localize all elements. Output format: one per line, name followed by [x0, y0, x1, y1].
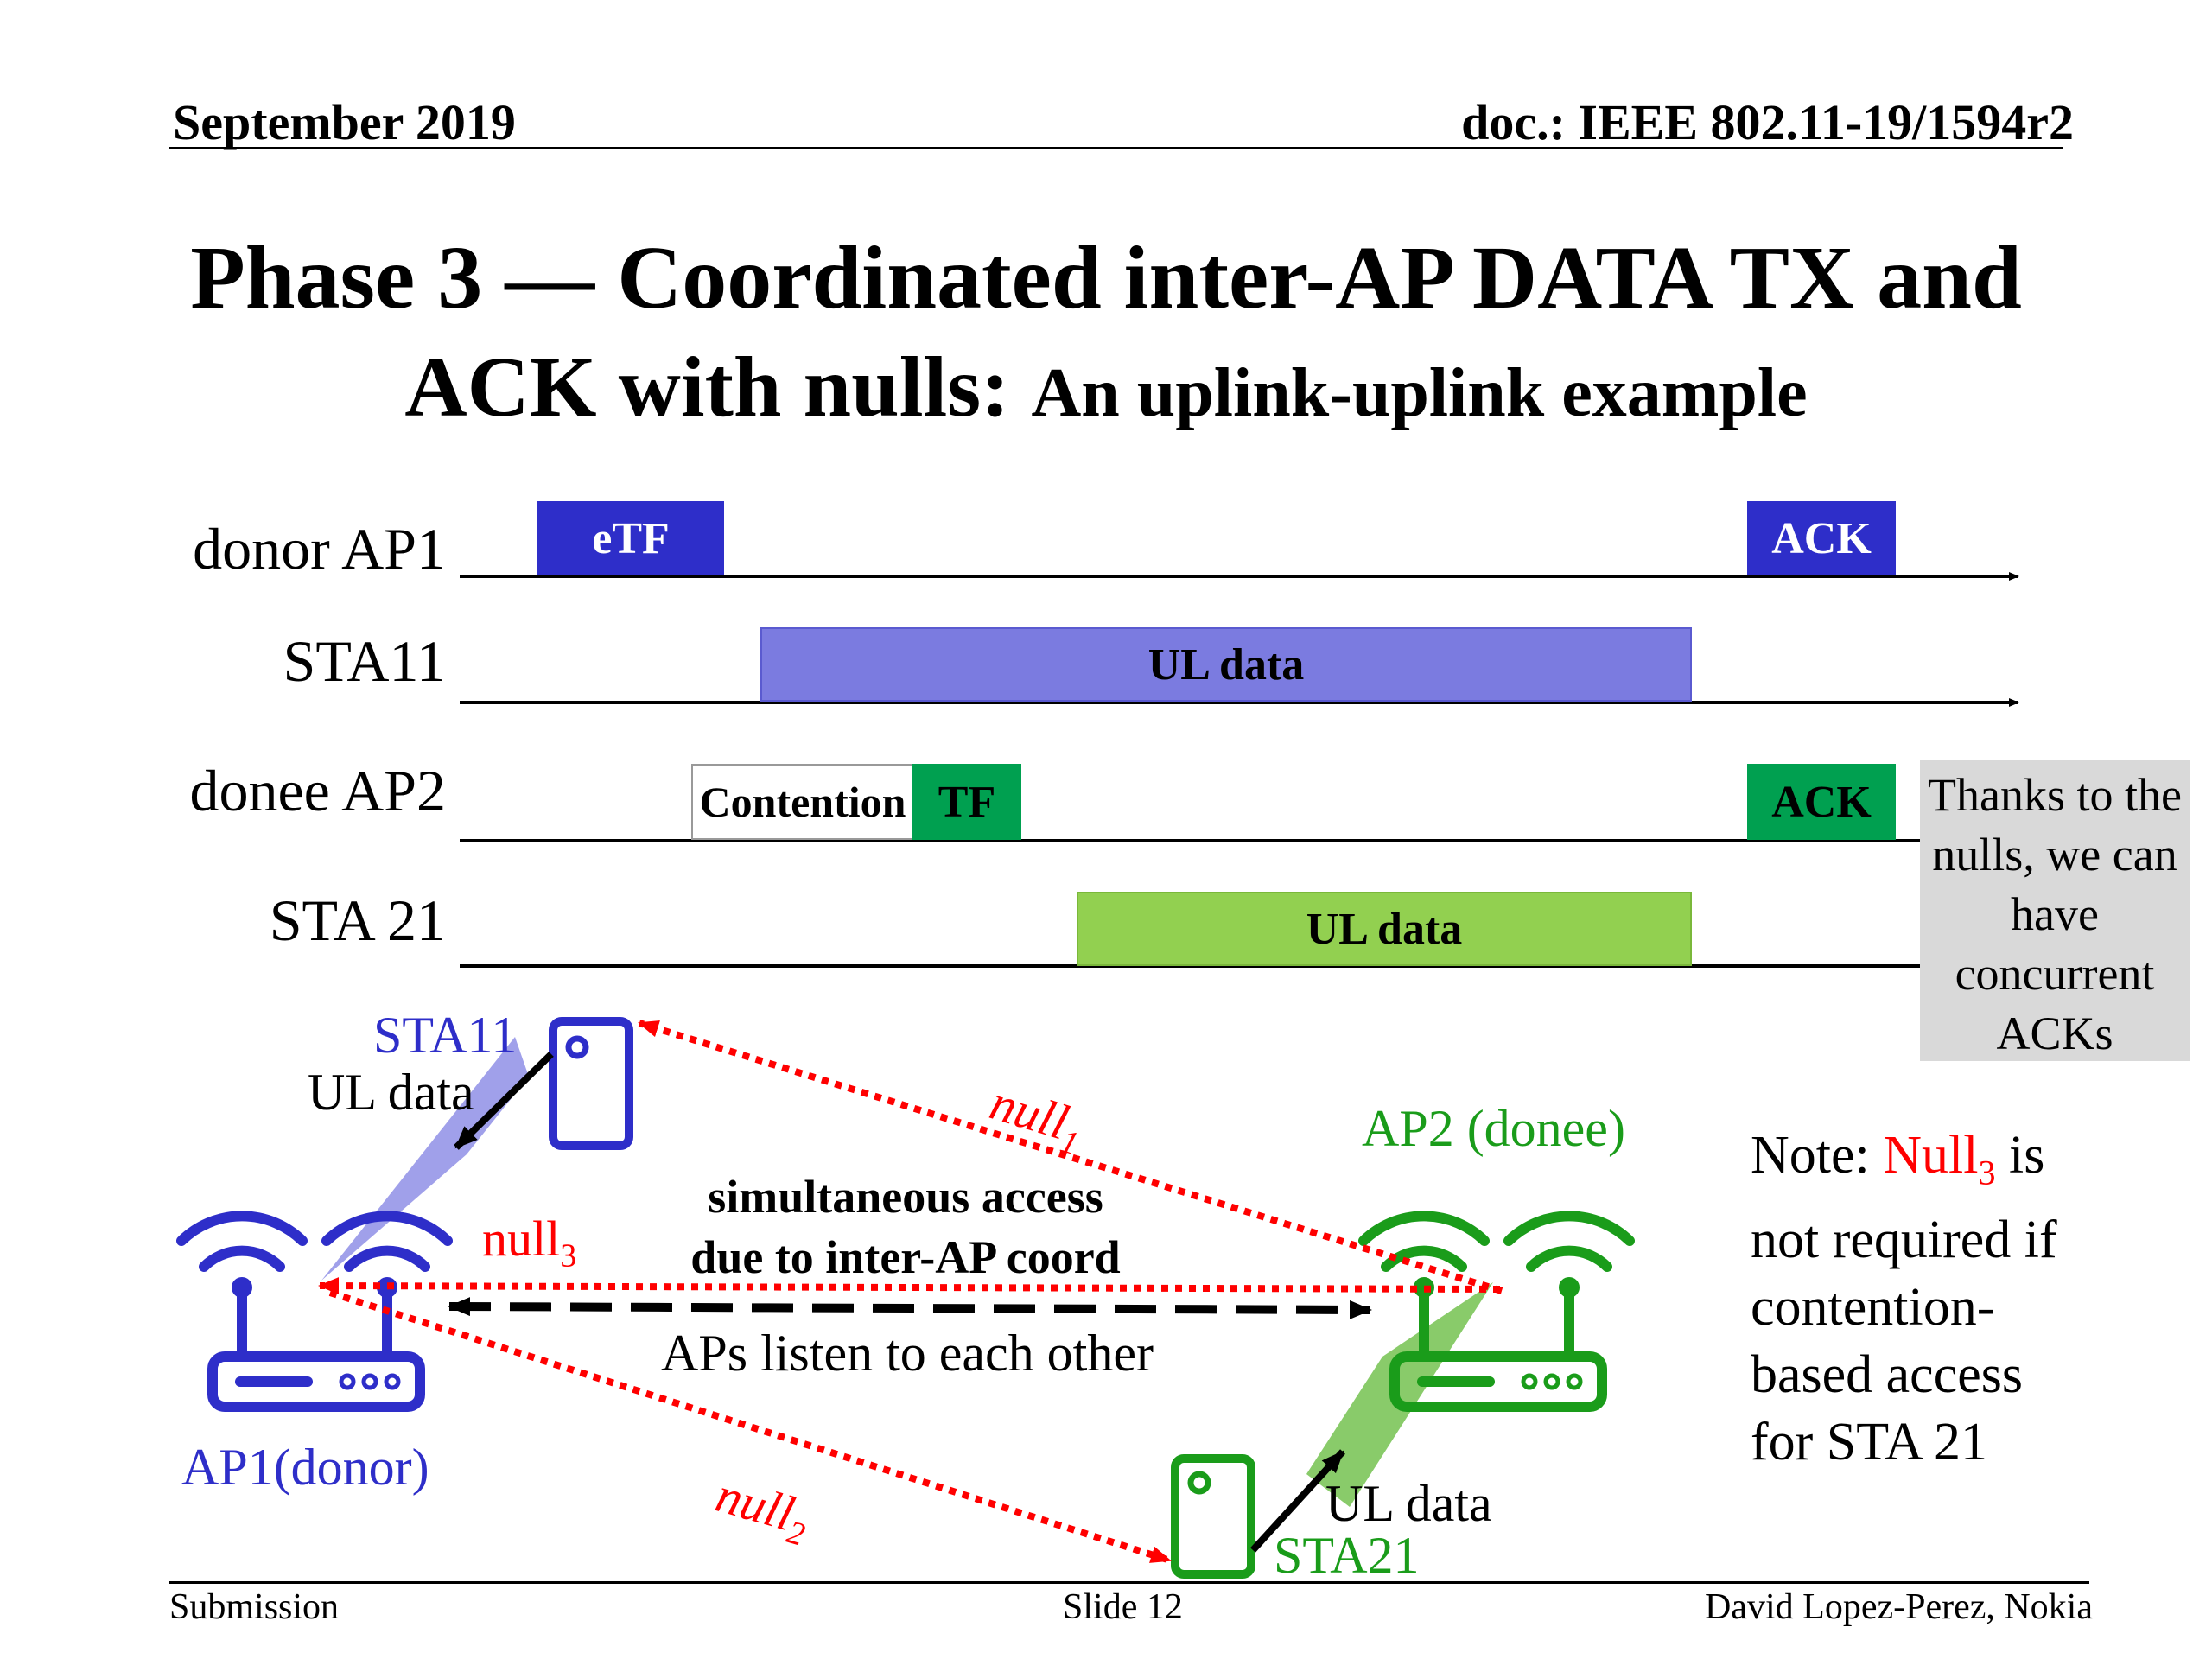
null3-note: Note: Null3 is not required if contentio…: [1751, 1126, 2057, 1472]
ap1-label: AP1(donor): [181, 1439, 429, 1496]
aps-listen-label: APs listen to each other: [661, 1325, 1154, 1382]
ap2-label: AP2 (donee): [1362, 1100, 1625, 1157]
contention-block: Contention: [691, 764, 914, 840]
lane-label-donor-ap1: donor AP1: [193, 516, 446, 582]
null3-label: null3: [482, 1211, 577, 1274]
sta11-ul-data-label: UL data: [308, 1064, 474, 1121]
sta11-label: STA11: [373, 1007, 518, 1064]
footer-slide-number: Slide 12: [1063, 1587, 1183, 1627]
footer-rule: [169, 1581, 2089, 1584]
lane-label-sta21: STA 21: [269, 887, 446, 953]
ul-data-block-sta21: UL data: [1077, 892, 1692, 966]
ap1-router-icon: [176, 1211, 453, 1412]
sta21-label: STA21: [1274, 1527, 1420, 1584]
concurrent-acks-callout: Thanks to the nulls, we can have concurr…: [1920, 760, 2190, 1061]
lane-label-donee-ap2: donee AP2: [189, 758, 446, 823]
ack-block-ap2: ACK: [1747, 764, 1896, 840]
header-rule: [169, 147, 2063, 149]
ap2-router-icon: [1358, 1211, 1635, 1412]
title-subtitle-part: An uplink-uplink example: [1031, 355, 1808, 431]
null1-arrow: [638, 1020, 1503, 1294]
footer-submission: Submission: [169, 1587, 340, 1627]
header-doc-id: doc.: IEEE 802.11-19/1594r2: [1461, 94, 2074, 150]
simultaneous-access-line2: due to inter-AP coord: [690, 1231, 1121, 1283]
sta11-phone-icon: [549, 1017, 633, 1150]
sta21-ul-data-label: UL data: [1325, 1475, 1492, 1532]
title-bold-part: ACK with nulls:: [404, 339, 1010, 435]
null3-arrow: [318, 1277, 1501, 1295]
slide-title-line1: Phase 3 — Coordinated inter-AP DATA TX a…: [190, 228, 2022, 327]
sta11-ul-arrow: [454, 1052, 554, 1150]
header-date: September 2019: [173, 94, 516, 150]
ul-data-block-sta11: UL data: [760, 627, 1692, 702]
ack-block-ap1: ACK: [1747, 501, 1896, 575]
null2-arrow: [328, 1289, 1172, 1564]
etf-block: eTF: [537, 501, 724, 575]
simultaneous-access-line1: simultaneous access: [708, 1171, 1103, 1223]
ap-listen-arrow: [448, 1297, 1372, 1319]
slide-title-line2: ACK with nulls: An uplink-uplink example: [0, 337, 2212, 436]
lane-label-sta11: STA11: [283, 628, 447, 694]
sta21-phone-icon: [1171, 1454, 1255, 1579]
footer-author: David Lopez-Perez, Nokia: [1705, 1587, 2093, 1627]
tf-block: TF: [912, 764, 1021, 840]
sta21-ul-arrow: [1250, 1449, 1345, 1553]
